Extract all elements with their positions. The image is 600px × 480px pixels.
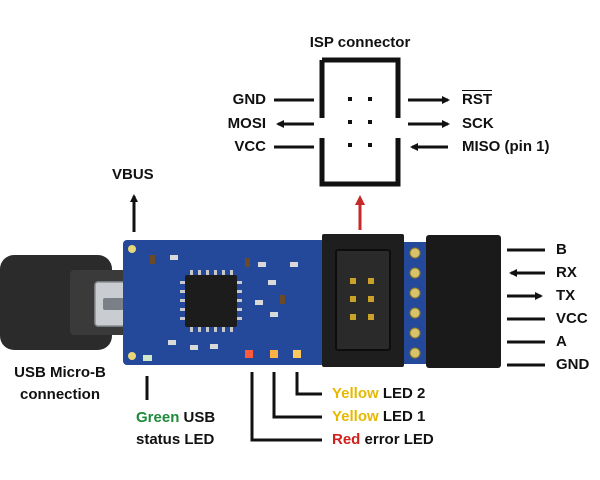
status-led-rest: USB [183,409,216,426]
serial-label-gnd: GND [556,356,590,373]
status-led-label-line1: Green USB [136,409,215,427]
isp-label-gnd: GND [232,91,266,108]
yellow-led-2 [293,350,301,358]
red-led-leader [250,372,322,442]
serial-pin-pads [409,247,421,359]
yellow-led-1-color: Yellow [332,408,379,425]
yellow-led-2-color: Yellow [332,385,379,402]
yellow-led-1-leader [272,372,322,419]
isp-pin-dots [348,97,372,147]
red-led-rest: error LED [364,431,434,448]
isp-label-miso: MISO (pin 1) [462,138,550,155]
vbus-label: VBUS [112,166,154,183]
yellow-led-1 [270,350,278,358]
serial-pin-strip [404,242,426,364]
isp-connector-title: ISP connector [309,34,411,51]
usb-label-line1: USB Micro-B [14,364,106,381]
status-led-color-word: Green [136,409,180,426]
serial-label-a: A [556,333,567,350]
green-status-led [143,355,152,361]
serial-label-rx: RX [556,264,577,281]
yellow-led-2-leader [295,372,322,396]
isp-label-vcc: VCC [234,138,266,155]
microcontroller-chip [185,275,237,327]
serial-label-vcc: VCC [556,310,588,327]
serial-header [426,235,501,368]
yellow-led-1-rest: LED 1 [382,408,426,425]
yellow-led-2-rest: LED 2 [382,385,426,402]
serial-label-b: B [556,241,567,258]
red-led-label: Red error LED [332,431,434,449]
red-error-led [245,350,253,358]
isp-connector-outline [319,57,401,187]
usb-label-line2: connection [19,386,100,403]
serial-label-tx: TX [556,287,576,304]
status-led-label-line2: status LED [136,431,215,448]
red-led-color: Red [332,431,361,448]
yellow-led-1-label: Yellow LED 1 [332,408,425,426]
yellow-led-2-label: Yellow LED 2 [332,385,425,403]
isp-label-mosi: MOSI [227,115,266,132]
isp-label-rst: RST [462,91,492,108]
isp-label-sck: SCK [462,115,494,132]
smd-components [168,255,298,350]
